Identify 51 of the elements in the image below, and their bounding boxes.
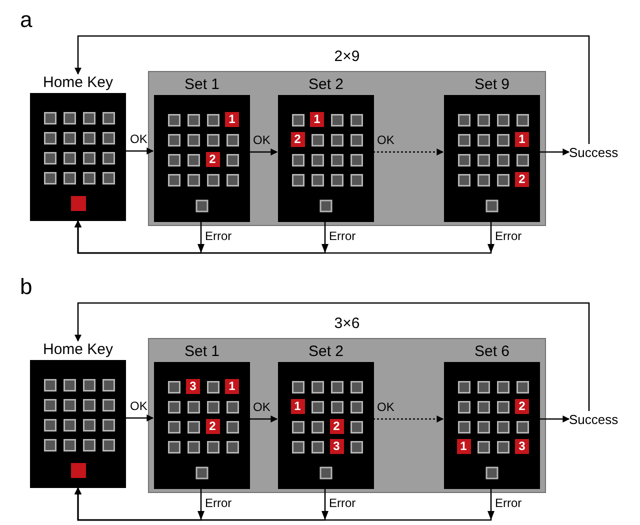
numbered-key: 1	[310, 112, 324, 127]
edge-label: Error	[205, 229, 232, 243]
keypad-title: Set 1	[183, 343, 221, 361]
keypad-title: Home Key	[42, 341, 114, 359]
edge-label: OK	[130, 399, 148, 413]
edge-label: OK	[130, 132, 148, 146]
keypad-title: Set 9	[473, 76, 511, 94]
dotted-arrow	[373, 416, 444, 422]
edge-label: OK	[253, 133, 270, 147]
edge-label: Error	[495, 229, 522, 243]
group-title: 2×9	[333, 48, 361, 66]
numbered-key: 1	[225, 112, 239, 127]
panel-letter: a	[20, 8, 32, 32]
edge-label: OK	[377, 133, 394, 147]
arrow	[539, 148, 570, 156]
edge-label: Error	[205, 496, 232, 510]
numbered-key: 1	[456, 439, 470, 454]
numbered-key: 3	[515, 439, 529, 454]
keypad-title: Set 2	[307, 343, 345, 361]
edge-label: Error	[329, 496, 356, 510]
keypad-title: Set 2	[307, 76, 345, 94]
numbered-key: 2	[206, 152, 220, 167]
numbered-key: 1	[225, 379, 239, 394]
numbered-key: 1	[515, 132, 529, 147]
keypad-title: Set 6	[473, 343, 511, 361]
numbered-key: 2	[290, 132, 304, 147]
numbered-key: 3	[330, 439, 344, 454]
edge-label: Error	[329, 229, 356, 243]
arrow	[539, 416, 570, 422]
edge-label: Error	[495, 496, 522, 510]
arrow	[249, 148, 278, 156]
edge-label: OK	[377, 400, 394, 414]
outcome-text: Success	[569, 144, 631, 162]
numbered-key: 2	[515, 172, 529, 187]
numbered-key: 2	[330, 419, 344, 434]
numbered-key: 3	[186, 379, 200, 394]
keypad-title: Home Key	[42, 74, 114, 92]
arrow	[126, 414, 154, 422]
arrow	[74, 35, 590, 144]
outcome-text: Success	[569, 411, 631, 429]
group-title: 3×6	[333, 315, 361, 333]
numbered-key: 2	[206, 419, 220, 434]
arrow	[126, 148, 154, 154]
numbered-key: 1	[290, 399, 304, 414]
edge-label: OK	[253, 400, 270, 414]
arrow	[74, 302, 590, 411]
keypad-title: Set 1	[183, 76, 221, 94]
dotted-arrow	[373, 148, 444, 156]
numbered-key: 2	[515, 399, 529, 414]
arrow	[249, 416, 278, 422]
panel-letter: b	[20, 275, 32, 299]
